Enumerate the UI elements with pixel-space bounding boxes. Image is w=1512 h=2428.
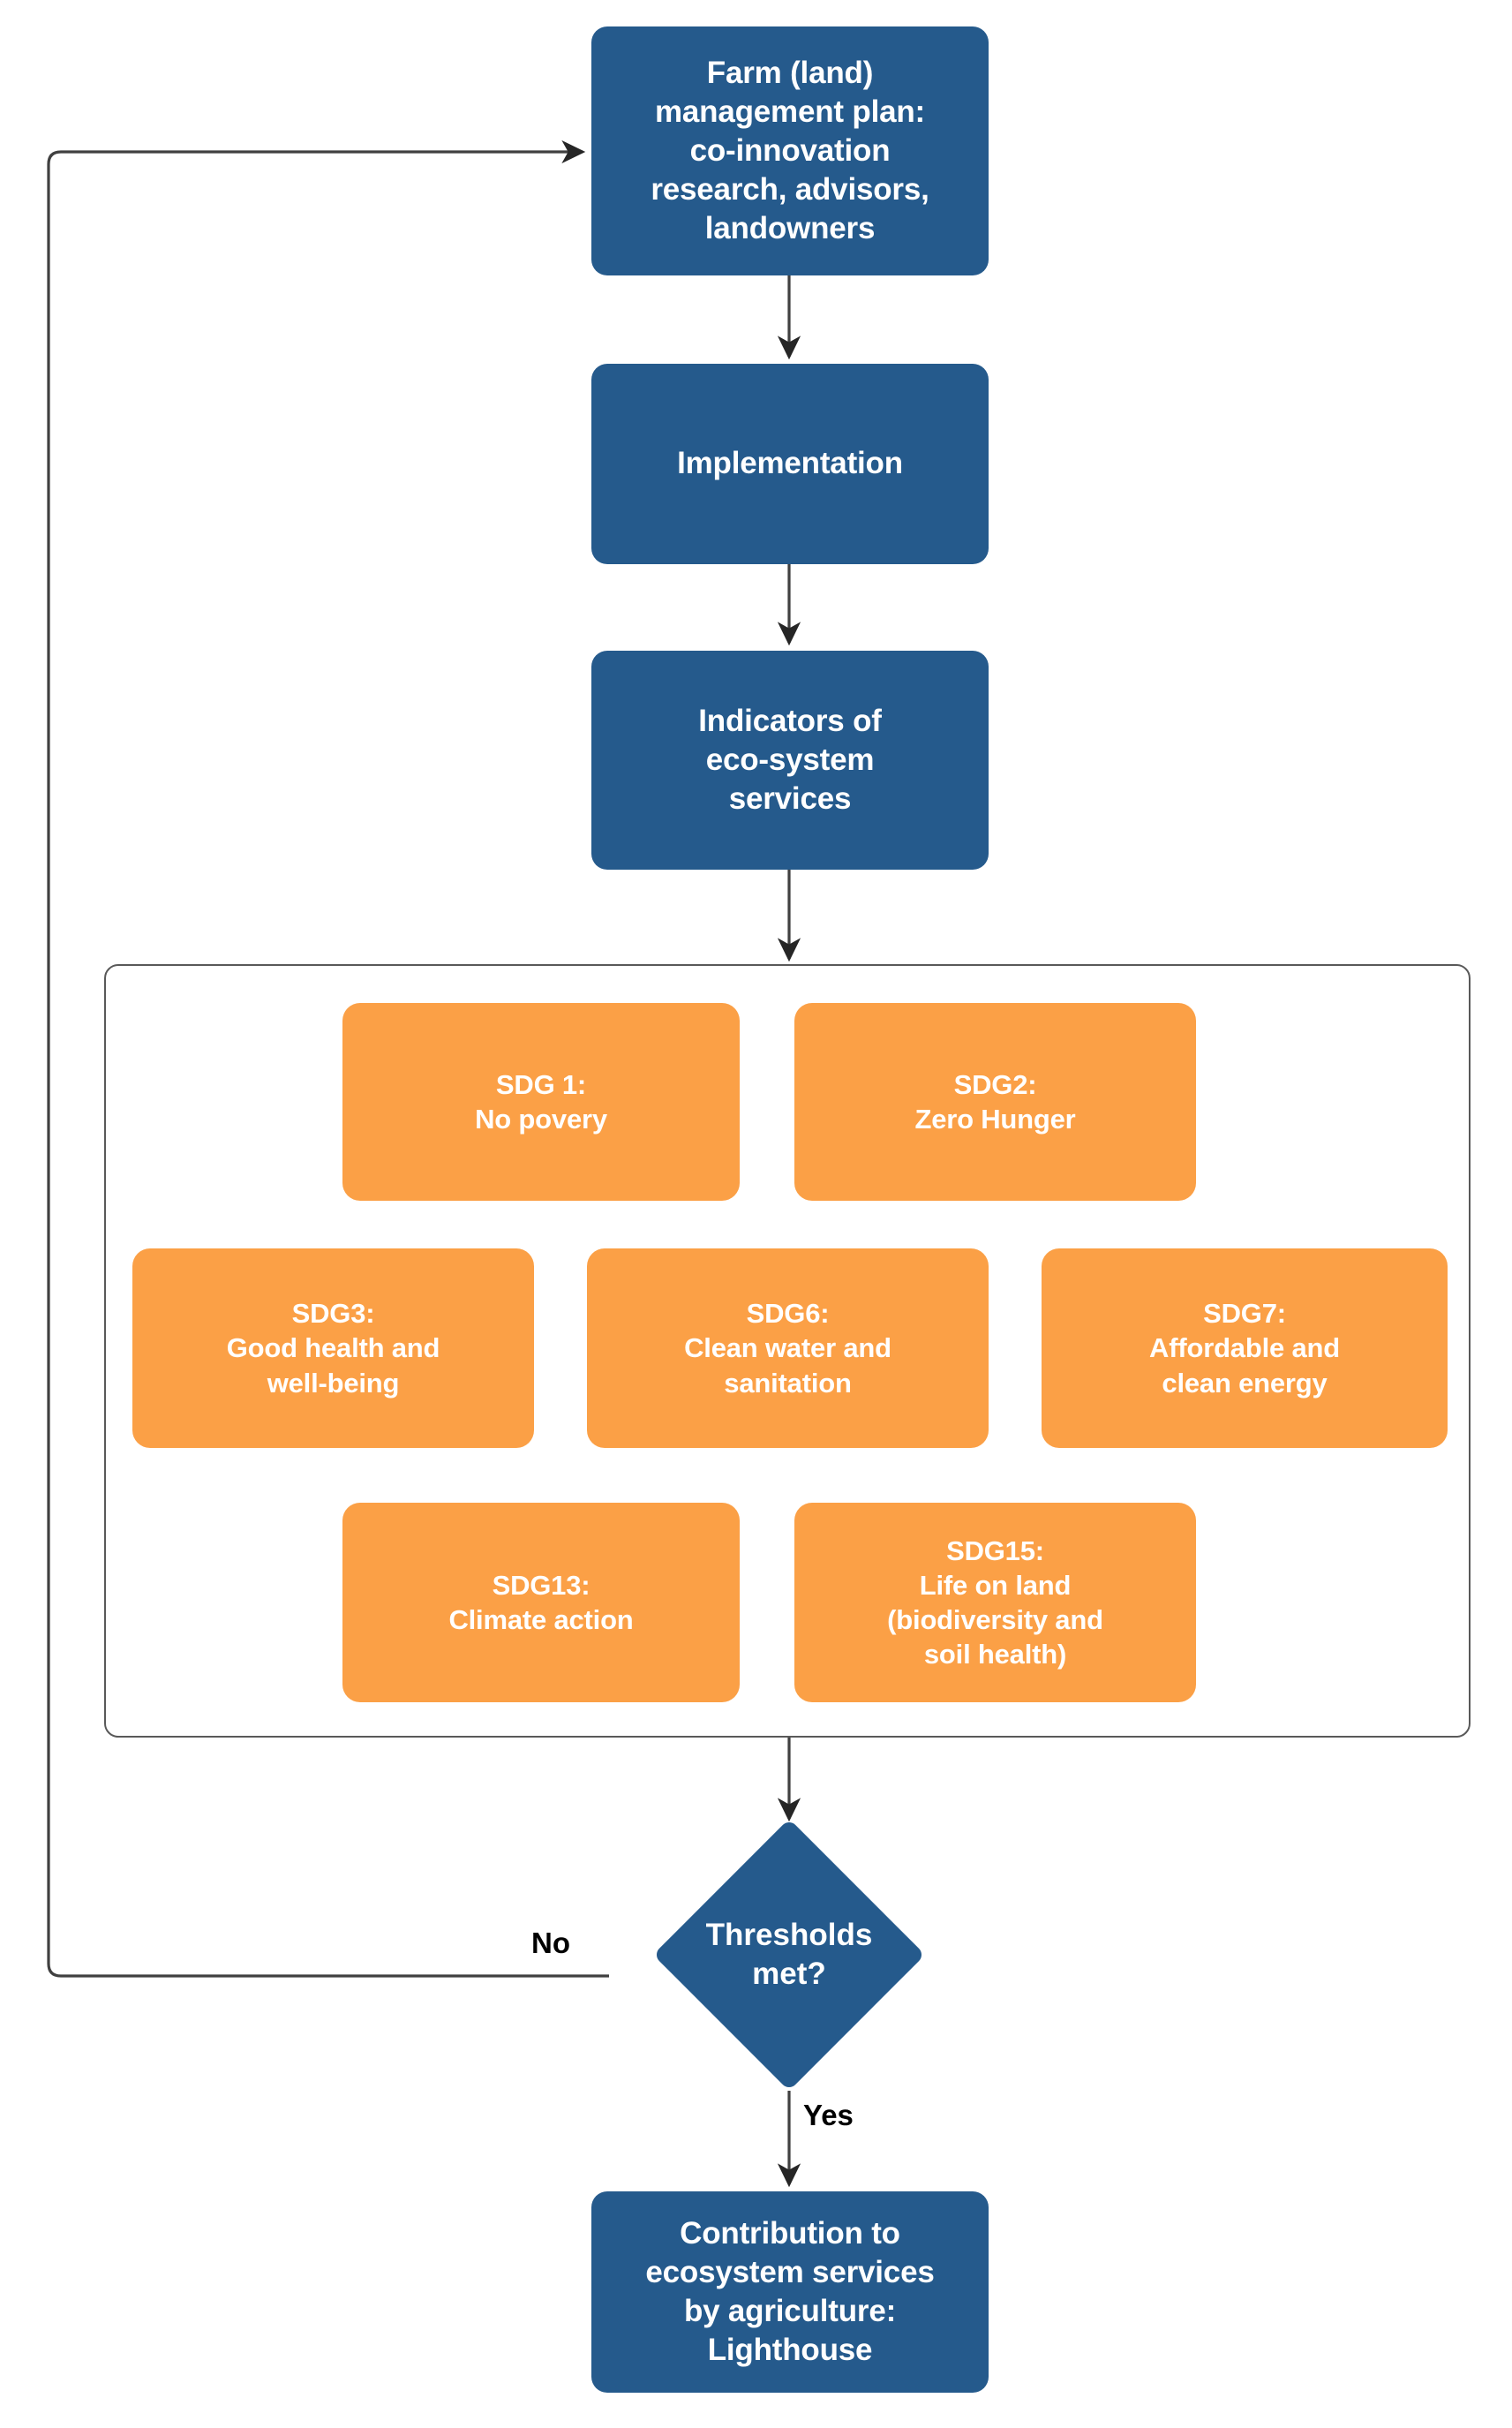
edge-label-yes: Yes [803,2099,854,2131]
node-contribution-lighthouse[interactable]: Contribution to ecosystem services by ag… [591,2191,989,2393]
node-indicators-of-ecosystem-services[interactable]: Indicators of eco-system services [591,651,989,870]
node-decision-thresholds-met[interactable]: Thresholds met? [652,1818,926,2092]
sdg-card-1[interactable]: SDG 1: No povery [342,1003,740,1201]
node-implementation[interactable]: Implementation [591,364,989,564]
sdg-card-2[interactable]: SDG2: Zero Hunger [794,1003,1196,1201]
sdg-card-6[interactable]: SDG6: Clean water and sanitation [587,1248,989,1448]
node-farm-management-plan[interactable]: Farm (land) management plan: co-innovati… [591,26,989,275]
sdg-card-7[interactable]: SDG7: Affordable and clean energy [1042,1248,1448,1448]
sdg-card-3[interactable]: SDG3: Good health and well-being [132,1248,534,1448]
sdg-card-13[interactable]: SDG13: Climate action [342,1503,740,1702]
sdg-group-container [104,964,1471,1738]
edge-label-no: No [531,1927,570,1959]
decision-label: Thresholds met? [705,1917,873,1991]
sdg-card-15[interactable]: SDG15: Life on land (biodiversity and so… [794,1503,1196,1702]
